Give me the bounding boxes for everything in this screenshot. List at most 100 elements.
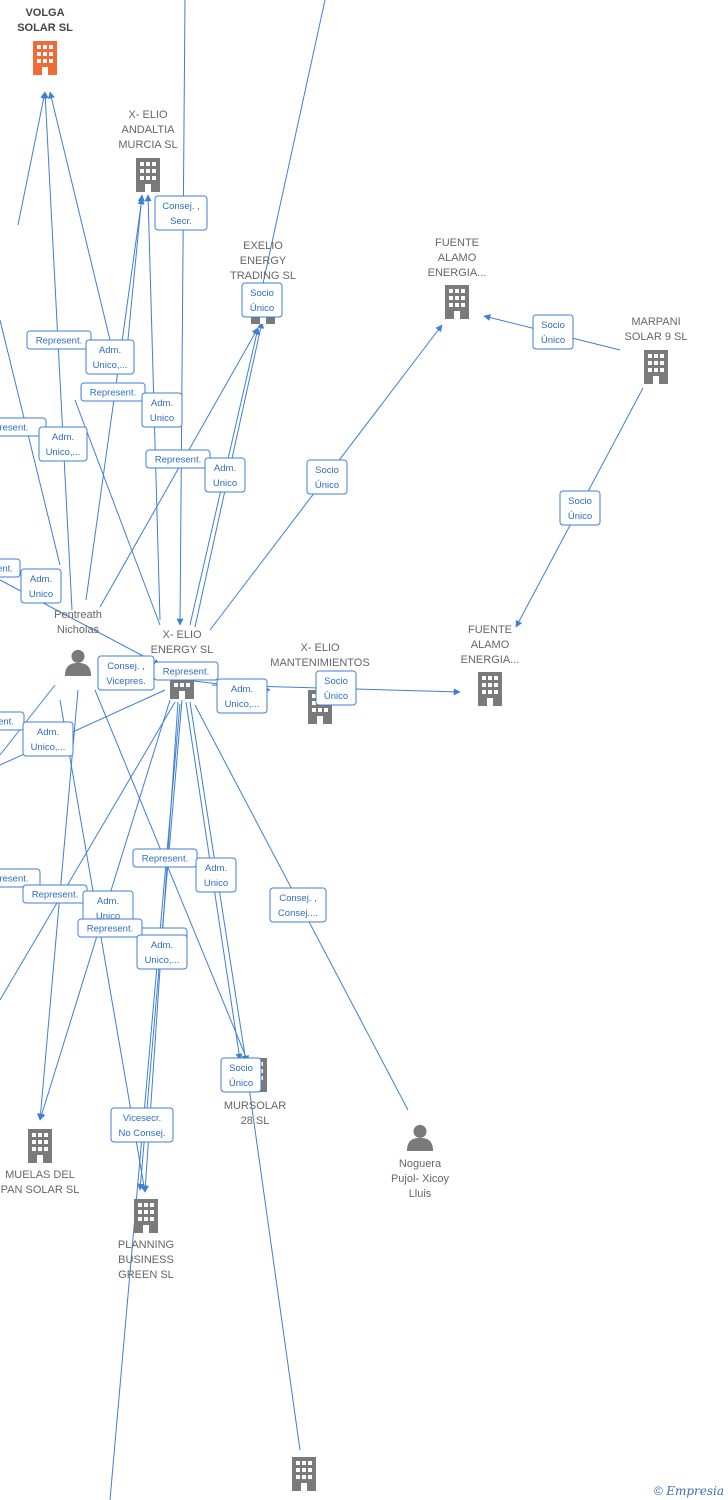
edge-label[interactable]: Adm. Unico,... <box>136 934 188 970</box>
edge-line <box>41 91 73 611</box>
edge-label-box <box>153 661 219 681</box>
node-label: X- ELIO <box>128 109 168 121</box>
edge-label[interactable]: Represent. <box>22 884 88 904</box>
node-label: Lluis <box>409 1188 432 1200</box>
edge-label-text: Unico,... <box>145 955 180 966</box>
building-icon[interactable] <box>478 672 502 706</box>
edge-label-text: Unico <box>204 878 228 889</box>
edge-label-text: Adm. <box>30 574 52 585</box>
person-icon[interactable] <box>64 649 92 676</box>
edge-label[interactable]: Represent. <box>132 848 198 868</box>
edge-label-text: Adm. <box>231 684 253 695</box>
building-icon[interactable] <box>134 1199 158 1233</box>
edge-label-text: Adm. <box>99 345 121 356</box>
edge-label[interactable]: Adm. Unico,... <box>85 339 135 375</box>
node-label: Noguera <box>399 1158 442 1170</box>
edge-label[interactable]: Represent. <box>77 918 143 938</box>
building-icon[interactable] <box>445 285 469 319</box>
edge-label[interactable]: Adm.Unico <box>195 857 237 893</box>
node-label: SOLAR 9 SL <box>625 331 688 343</box>
edge-label-text: Represent. <box>87 924 133 935</box>
edge-label-text: Adm. <box>151 940 173 951</box>
node-label: MANTENIMIENTOS <box>270 657 369 669</box>
node-label: GREEN SL <box>118 1269 174 1281</box>
edge-label-text: Represent. <box>90 388 136 399</box>
edge-label[interactable]: Adm.Unico,... <box>22 721 74 757</box>
edge-label-text: Socio <box>324 676 348 687</box>
edge-line <box>176 0 186 626</box>
edge-line <box>247 1079 301 1451</box>
edge-label-text: Represent. <box>155 455 201 466</box>
node-label: PLANNING <box>118 1239 174 1251</box>
building-icon[interactable] <box>33 41 57 75</box>
edge-label[interactable]: Vicesecr. No Consej. <box>110 1107 174 1143</box>
node-label: ENERGIA... <box>428 267 487 279</box>
edge-label[interactable]: Adm.Unico <box>141 392 183 428</box>
edge-label-text: Único <box>250 303 274 314</box>
node-fuente2[interactable]: FUENTEALAMOENERGIA... <box>461 624 520 706</box>
node-fuente1[interactable]: FUENTEALAMOENERGIA... <box>428 237 487 319</box>
edge-label-text: Consej. , <box>279 893 317 904</box>
copyright-symbol: © <box>654 1484 663 1498</box>
edge-label[interactable]: ent. <box>0 711 25 731</box>
node-label: ANDALTIA <box>122 124 176 136</box>
empresia-logo[interactable]: Empresia <box>666 1484 724 1498</box>
edge-label[interactable]: Consej. ,Secr. <box>154 195 208 231</box>
node-label: ALAMO <box>471 639 510 651</box>
edge-label[interactable]: resent. <box>0 868 41 888</box>
edge-line <box>254 0 326 321</box>
edge-label-text: Vicesecr. <box>123 1113 161 1124</box>
edge-label[interactable]: Adm.Unico,... <box>38 426 88 462</box>
edge-label[interactable]: Represent. <box>153 661 219 681</box>
node-label: MUELAS DEL <box>5 1169 75 1181</box>
edge-label-box <box>315 670 357 706</box>
edge-label[interactable]: Adm.Unico <box>82 890 134 926</box>
edge-label-box <box>269 887 327 923</box>
edge-line <box>74 399 161 626</box>
edge-label-text: ent. <box>0 717 14 728</box>
edge-label[interactable]: ent. <box>0 558 21 578</box>
building-icon[interactable] <box>28 1129 52 1163</box>
person-icon[interactable] <box>406 1124 434 1151</box>
edge-label-text: No Consej. <box>119 1128 166 1139</box>
edge-label-text: Unico,... <box>93 360 128 371</box>
building-icon[interactable] <box>644 350 668 384</box>
building-icon[interactable] <box>136 158 160 192</box>
edge-label-text: Único <box>324 691 348 702</box>
edge-label[interactable]: Represent. <box>145 449 211 469</box>
edge-label-box <box>80 382 146 402</box>
node-label: VOLGA <box>25 7 64 19</box>
edge-label[interactable]: Consej. ,Consej.... <box>269 887 327 923</box>
edge-label[interactable]: Adm.Unico,... <box>216 678 268 714</box>
building-icon[interactable] <box>292 1457 316 1491</box>
node-bottom[interactable] <box>292 1457 316 1491</box>
edge-line <box>0 319 61 566</box>
node-andaltia[interactable]: X- ELIO ANDALTIA MURCIA SL <box>118 109 178 192</box>
edge-label[interactable]: Consej. ,Vicepres. <box>97 655 155 691</box>
edge-label[interactable]: Adm.Unico <box>204 457 246 493</box>
edge-label-text: Socio <box>541 320 565 331</box>
edge-label[interactable]: Adm.Unico <box>20 568 62 604</box>
edge-label[interactable]: Represent. <box>26 330 92 350</box>
edge-label-text: Represent. <box>142 854 188 865</box>
node-label: EXELIO <box>243 240 283 252</box>
node-label: MURCIA SL <box>118 139 177 151</box>
edge-label[interactable]: Represent. <box>80 382 146 402</box>
